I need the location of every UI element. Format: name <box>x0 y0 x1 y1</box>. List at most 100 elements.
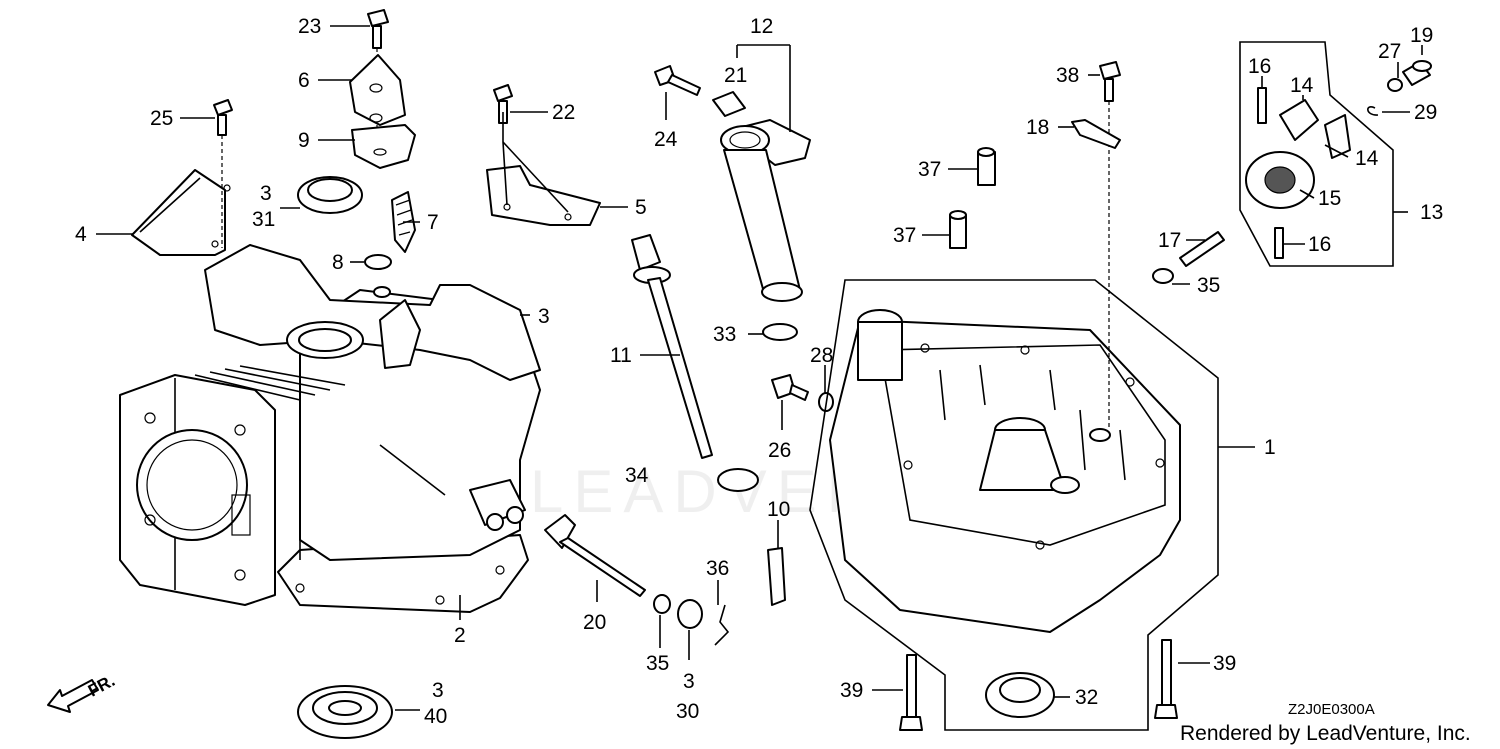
callout-19: 19 <box>1410 24 1433 47</box>
governor-boss <box>379 299 421 369</box>
callout-37-b: 37 <box>893 224 916 247</box>
bolt-38-head <box>1099 61 1121 80</box>
collar-19-top <box>1412 60 1432 72</box>
washer-35b <box>1152 268 1174 284</box>
callout-labels: 23 6 9 25 3 31 7 4 8 22 5 12 21 24 11 33… <box>75 15 1443 728</box>
cylinder-block-part <box>119 244 541 613</box>
shaft-20-arm <box>544 514 576 549</box>
callout-23: 23 <box>298 15 321 38</box>
callout-11: 11 <box>610 344 632 367</box>
bolt-39a-part <box>899 654 923 731</box>
callout-34: 34 <box>625 464 649 487</box>
cover-bolt-hole <box>1020 345 1030 355</box>
bracket-18 <box>1071 119 1121 149</box>
callout-28: 28 <box>810 344 833 367</box>
dipstick-11-handle <box>631 234 661 271</box>
callout-39-a: 39 <box>840 679 863 702</box>
oil-seal-31-part <box>297 176 363 214</box>
plug-8 <box>364 254 392 270</box>
callout-3-a: 3 <box>260 182 272 205</box>
callout-21: 21 <box>724 64 747 87</box>
cooling-fin <box>194 374 301 560</box>
valve-port <box>231 494 251 536</box>
callout-3-b: 3 <box>683 670 695 693</box>
bracket-parts-6-9-23 <box>349 9 416 169</box>
dipstick-11-blade <box>647 277 713 459</box>
leader-lines <box>96 25 1423 711</box>
cover-post <box>1050 476 1080 494</box>
bracket-9-hole <box>373 148 387 156</box>
bolt-38-shank <box>1104 78 1114 102</box>
callout-7: 7 <box>427 211 439 234</box>
bracket-9 <box>351 124 416 169</box>
bolt-26-shank <box>789 384 809 401</box>
base-bolt-hole <box>495 565 505 575</box>
cooling-fin <box>239 365 346 386</box>
bore-neck-inner <box>298 328 352 352</box>
callout-6: 6 <box>298 69 310 92</box>
cooling-fin <box>209 371 316 396</box>
bracket-6-hole <box>369 83 383 93</box>
callout-18: 18 <box>1026 116 1049 139</box>
callout-9: 9 <box>298 129 310 152</box>
cylinder-bore-inner <box>146 439 238 531</box>
callout-1: 1 <box>1264 436 1276 459</box>
oil-filler-tube-part <box>654 65 811 302</box>
bolt-39b-part <box>1154 639 1178 719</box>
base-bolt-hole <box>295 583 305 593</box>
callout-5: 5 <box>635 196 647 219</box>
head-bolt-hole <box>234 424 246 436</box>
leader-block-rod <box>379 444 446 496</box>
bracket-6-hole <box>369 113 383 123</box>
bolt-25-head <box>213 99 233 116</box>
clip-10 <box>767 547 786 606</box>
shaft-20-part <box>544 514 646 597</box>
shield-hole <box>211 240 219 248</box>
oil-seal-31-inner <box>307 178 353 202</box>
callout-16-a: 16 <box>1248 55 1271 78</box>
governor-assy-13 <box>1245 87 1351 259</box>
cover-assy-frame <box>809 279 1219 731</box>
callout-15: 15 <box>1318 187 1341 210</box>
callout-26: 26 <box>768 439 791 462</box>
bolt-38-part <box>1099 61 1121 430</box>
diagram-code: Z2J0E0300A <box>1288 701 1375 718</box>
tube-12-body <box>723 149 801 297</box>
bearing-40-inner <box>328 700 362 716</box>
gear-15-hub <box>1264 166 1296 194</box>
bracket-6 <box>349 54 406 126</box>
callout-16-b: 16 <box>1308 233 1331 256</box>
callout-38: 38 <box>1056 64 1079 87</box>
bearing-32-inner <box>999 677 1041 703</box>
shaft-17 <box>1179 231 1225 267</box>
callout-13: 13 <box>1420 201 1443 224</box>
callout-37-a: 37 <box>918 158 941 181</box>
cover-bolt-hole <box>1035 540 1045 550</box>
o-ring-34 <box>717 468 759 492</box>
callout-20: 20 <box>583 611 606 634</box>
washer-35a <box>653 594 671 614</box>
callout-3-c: 3 <box>432 679 444 702</box>
callout-4: 4 <box>75 223 87 246</box>
callout-40: 40 <box>424 705 447 728</box>
callout-35-b: 35 <box>1197 274 1220 297</box>
shield-hole <box>223 184 231 192</box>
bolt-24-shank <box>667 74 701 96</box>
front-direction-marker: FR. <box>47 671 118 713</box>
bolt-26-part <box>771 374 809 401</box>
callout-2: 2 <box>454 624 466 647</box>
base-bolt-hole <box>435 595 445 605</box>
callout-39-b: 39 <box>1213 652 1236 675</box>
callout-8: 8 <box>332 251 344 274</box>
callout-22: 22 <box>552 101 575 124</box>
cover-bolt-hole <box>903 460 913 470</box>
bearing-32-part <box>985 672 1055 718</box>
callout-14-a: 14 <box>1290 74 1314 97</box>
crankcase-cover-part <box>829 309 1181 633</box>
collar-21 <box>712 91 746 117</box>
render-credit: Rendered by LeadVenture, Inc. <box>1180 722 1471 745</box>
callout-12: 12 <box>750 15 773 38</box>
callout-24: 24 <box>654 128 678 151</box>
bolt-25-part <box>213 99 233 248</box>
callout-31: 31 <box>252 208 275 231</box>
